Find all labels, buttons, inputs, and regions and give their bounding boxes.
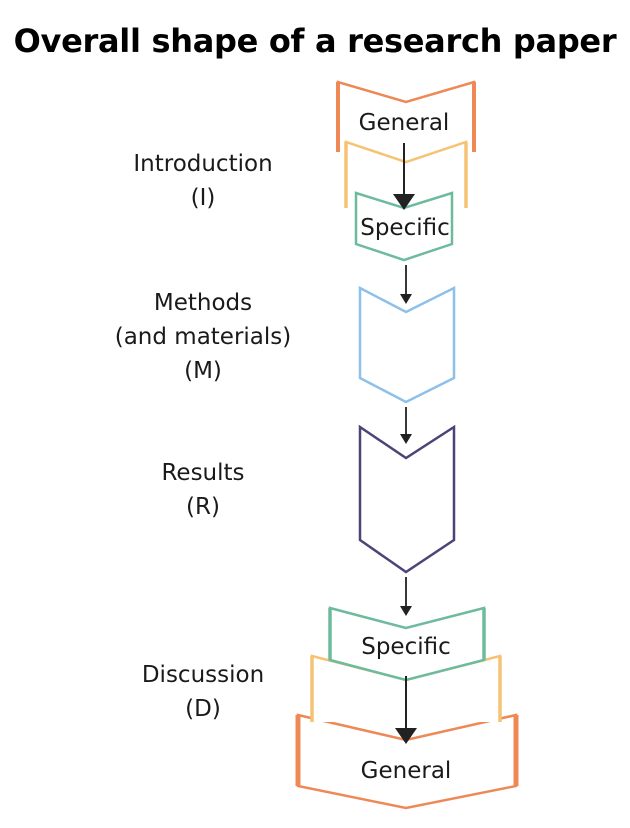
discussion-label-line-1: Discussion <box>141 662 265 688</box>
intro-specific-text: Specific <box>360 215 450 241</box>
discussion-shape-group: General Specific <box>295 606 519 810</box>
methods-label-line-3: (M) <box>184 358 222 384</box>
introduction-label-line-1: Introduction <box>133 151 273 177</box>
introduction-shape-group: General Specific <box>336 80 476 262</box>
introduction-label: Introduction (I) <box>98 147 308 215</box>
arrow-methods-to-results <box>400 407 412 444</box>
discussion-label-line-2: (D) <box>185 696 221 722</box>
methods-label-line-1: Methods <box>153 290 253 316</box>
discussion-label: Discussion (D) <box>98 658 308 726</box>
methods-label-line-2: (and materials) <box>114 324 292 350</box>
results-label: Results (R) <box>98 456 308 524</box>
methods-shape <box>358 285 456 404</box>
discussion-general-text: General <box>361 758 452 784</box>
arrow-intro-to-methods <box>400 265 412 304</box>
arrow-results-to-discussion <box>400 577 412 616</box>
intro-inner-arrow-head <box>393 194 415 210</box>
results-shape <box>358 424 456 574</box>
results-label-line-2: (R) <box>186 494 220 520</box>
results-label-line-1: Results <box>161 460 245 486</box>
discussion-inner-arrow-head <box>395 728 417 744</box>
discussion-specific-text: Specific <box>361 634 451 660</box>
introduction-label-line-2: (I) <box>190 185 216 211</box>
intro-general-text: General <box>359 110 450 136</box>
methods-label: Methods (and materials) (M) <box>98 286 308 388</box>
diagram-title: Overall shape of a research paper <box>13 22 617 60</box>
